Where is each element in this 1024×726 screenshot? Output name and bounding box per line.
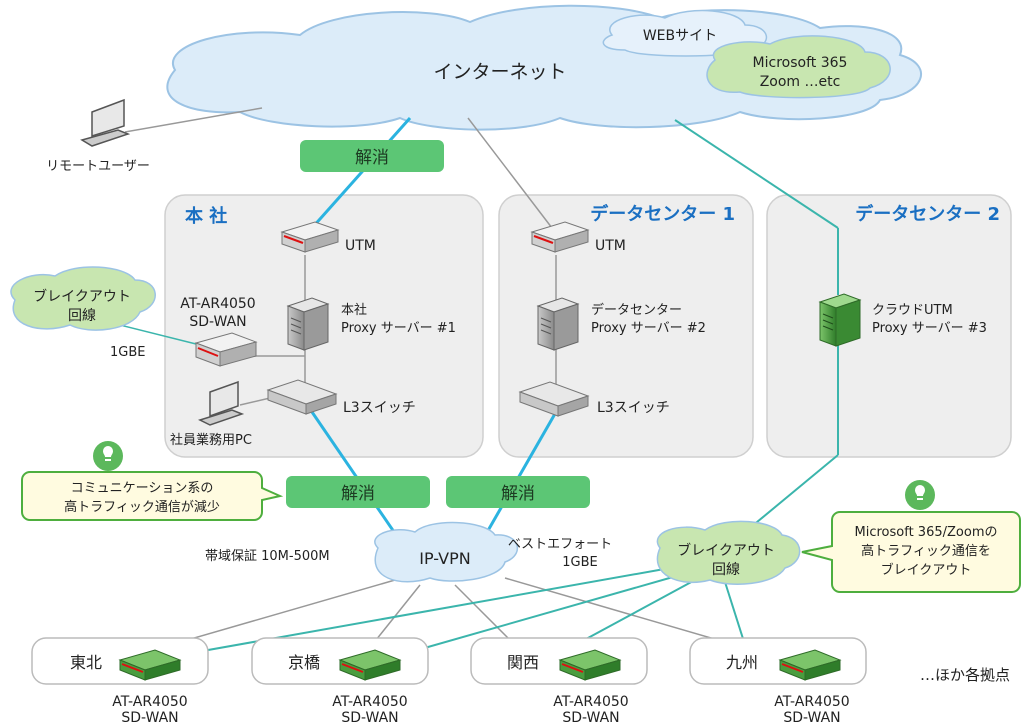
breakout-top-line2: 回線	[68, 308, 96, 324]
hq-pc-label: 社員業務用PC	[170, 432, 252, 448]
dc2-title: データセンター 2	[855, 203, 1000, 225]
branch-type: SD-WAN	[562, 710, 619, 726]
breakout-cloud-top: ブレイクアウト 回線	[10, 266, 156, 331]
link-dc2-breakout	[744, 454, 839, 533]
link-hq-internet	[310, 117, 412, 229]
breakout-cloud-bottom: ブレイクアウト 回線	[656, 520, 801, 585]
internet-label: インターネット	[433, 61, 566, 83]
hq-router-line1: AT-AR4050	[180, 296, 255, 312]
breakout-bottom-line1: ブレイクアウト	[677, 542, 775, 559]
callout-right-line2: 高トラフィック通信を	[861, 543, 991, 559]
sd-wan-router-icon	[558, 649, 622, 681]
saas-cloud: Microsoft 365 Zoom …etc	[706, 35, 891, 99]
hq-router-line2: SD-WAN	[189, 314, 246, 330]
branch-name: 関西	[507, 653, 539, 672]
sd-wan-router-icon	[118, 649, 182, 681]
saas-line1: Microsoft 365	[753, 55, 848, 71]
dc1-proxy-line1: データセンター	[591, 302, 682, 318]
resolved-badge-dc1-vpn: 解消	[446, 476, 590, 508]
branch-kyobashi: 京橋 AT-AR4050 SD-WAN	[251, 637, 429, 726]
server-icon	[286, 297, 330, 351]
link-breakout-kyushu	[724, 581, 746, 646]
branch-name: 京橋	[288, 653, 320, 672]
l3-switch-icon	[266, 379, 338, 415]
link-hq-pc-switch	[239, 397, 271, 406]
dc2-proxy-line1: クラウドUTM	[872, 303, 953, 318]
branch-model: AT-AR4050	[553, 694, 628, 710]
hq-proxy-line1: 本社	[341, 302, 367, 318]
branch-model: AT-AR4050	[774, 694, 849, 710]
hq-proxy-line2: Proxy サーバー #1	[341, 321, 456, 336]
l3-switch-icon	[518, 381, 590, 417]
callout-right-line3: ブレイクアウト	[881, 562, 972, 578]
remote-user-label: リモートユーザー	[46, 159, 150, 174]
callout-left: コミュニケーション系の 高トラフィック通信が減少	[21, 441, 284, 521]
branch-kansai: 関西 AT-AR4050 SD-WAN	[470, 637, 648, 726]
links	[99, 107, 839, 656]
resolved-badge-internet: 解消	[300, 140, 444, 172]
callout-right: Microsoft 365/Zoomの 高トラフィック通信を ブレイクアウト	[801, 480, 1021, 593]
branch-model: AT-AR4050	[112, 694, 187, 710]
breakout-top-line1: ブレイクアウト	[33, 288, 131, 305]
hq-l3-switch-label: L3スイッチ	[343, 400, 416, 416]
link-ipvpn-kyushu	[504, 577, 736, 646]
laptop-icon	[198, 380, 245, 426]
callout-right-line1: Microsoft 365/Zoomの	[855, 525, 998, 540]
best-effort-line2: 1GBE	[562, 555, 597, 570]
ipvpn-cloud: IP-VPN	[374, 521, 519, 583]
link-dc2-internet	[674, 119, 839, 229]
resolved-label: 解消	[341, 484, 375, 504]
resolved-badge-hq-vpn: 解消	[286, 476, 430, 508]
link-remote-internet	[124, 107, 263, 133]
web-site-label: WEBサイト	[643, 28, 717, 44]
ipvpn-label: IP-VPN	[419, 549, 470, 568]
best-effort-line1: ベストエフォート	[508, 537, 612, 552]
branch-model: AT-AR4050	[332, 694, 407, 710]
router-icon	[194, 332, 258, 367]
breakout-top-speed: 1GBE	[110, 345, 145, 360]
hq-title: 本 社	[185, 205, 227, 227]
other-sites-label: …ほか各拠点	[920, 666, 1010, 684]
branch-type: SD-WAN	[121, 710, 178, 726]
cloud-utm-server-icon	[818, 293, 862, 347]
breakout-bottom-line2: 回線	[712, 562, 740, 578]
dc2-site-box	[766, 194, 1012, 458]
resolved-label: 解消	[355, 148, 389, 168]
server-icon	[536, 297, 580, 351]
link-ipvpn-kansai	[454, 584, 516, 646]
branch-name: 東北	[70, 653, 102, 672]
branch-tohoku: 東北 AT-AR4050 SD-WAN	[31, 637, 209, 726]
resolved-label: 解消	[501, 484, 535, 504]
utm-icon	[530, 221, 590, 253]
branch-type: SD-WAN	[783, 710, 840, 726]
utm-icon	[280, 221, 340, 253]
dc2-proxy-line2: Proxy サーバー #3	[872, 321, 987, 336]
sd-wan-router-icon	[778, 649, 842, 681]
dc1-utm-label: UTM	[595, 238, 626, 254]
saas-line2: Zoom …etc	[760, 74, 841, 90]
dc1-proxy-line2: Proxy サーバー #2	[591, 321, 706, 336]
callout-left-line2: 高トラフィック通信が減少	[64, 499, 220, 515]
dc1-title: データセンター 1	[590, 203, 735, 225]
sd-wan-router-icon	[338, 649, 402, 681]
ipvpn-guarantee: 帯域保証 10M-500M	[205, 549, 330, 564]
link-ipvpn-kyobashi	[371, 584, 421, 646]
branch-kyushu: 九州 AT-AR4050 SD-WAN	[689, 637, 867, 726]
link-breakout-kyobashi	[399, 574, 681, 656]
link-ipvpn-tohoku	[169, 579, 396, 646]
link-dc1-internet	[467, 117, 553, 229]
branch-name: 九州	[726, 653, 758, 672]
branch-type: SD-WAN	[341, 710, 398, 726]
dc1-l3-switch-label: L3スイッチ	[597, 400, 670, 416]
callout-left-line1: コミュニケーション系の	[71, 481, 214, 496]
laptop-icon	[80, 98, 131, 147]
hq-utm-label: UTM	[345, 238, 376, 254]
link-breakout-kansai	[574, 579, 696, 646]
